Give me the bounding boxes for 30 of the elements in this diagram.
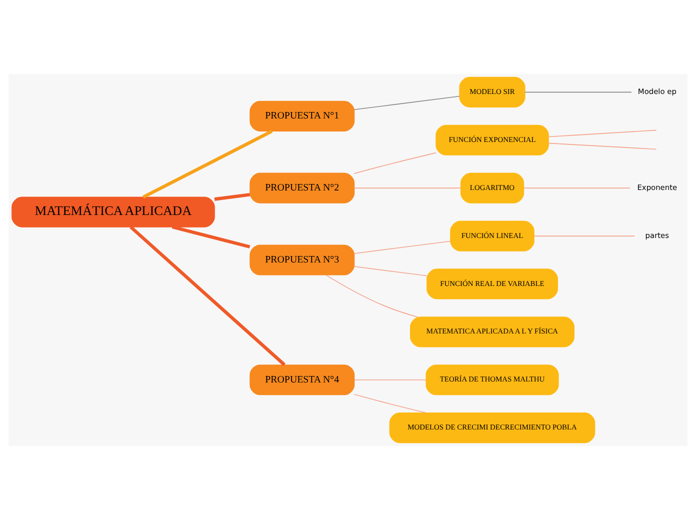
node-box: TEORÍA DE THOMAS MALTHU bbox=[426, 364, 559, 396]
node-box: PROPUESTA N°3 bbox=[250, 244, 355, 276]
node-box: PROPUESTA N°1 bbox=[250, 100, 355, 132]
connector bbox=[326, 274, 418, 318]
node-text: Modelo ep bbox=[638, 87, 676, 96]
connector bbox=[524, 92, 632, 93]
connector bbox=[548, 142, 657, 150]
connector bbox=[354, 240, 451, 254]
connector bbox=[130, 226, 286, 366]
connector bbox=[354, 96, 460, 110]
node-box: FUNCIÓN EXPONENCIAL bbox=[436, 124, 549, 156]
node-box: MODELOS DE CRECIMI DECRECIMIENTO POBLA bbox=[389, 412, 596, 444]
connector bbox=[548, 130, 657, 138]
node-text: Exponente bbox=[637, 182, 678, 192]
connector bbox=[354, 379, 426, 380]
connector bbox=[354, 266, 428, 276]
node-box: MATEMÁTICA APLICADA bbox=[12, 196, 215, 228]
node-box: FUNCIÓN REAL DE VARIABLE bbox=[426, 268, 558, 300]
connector bbox=[214, 193, 250, 201]
connector bbox=[354, 394, 427, 414]
node-box: FUNCIÓN LINEAL bbox=[450, 220, 534, 252]
node-box: PROPUESTA N°4 bbox=[250, 364, 355, 396]
node-box: LOGARITMO bbox=[460, 172, 524, 204]
connector bbox=[172, 225, 250, 248]
node-box: PROPUESTA N°2 bbox=[250, 172, 355, 204]
connector bbox=[142, 130, 273, 199]
node-box: MATEMATICA APLICADA A L Y FÍSICA bbox=[410, 316, 574, 348]
node-box: MODELO SIR bbox=[459, 76, 526, 108]
connector bbox=[354, 152, 436, 174]
node-text: partes bbox=[645, 230, 670, 240]
